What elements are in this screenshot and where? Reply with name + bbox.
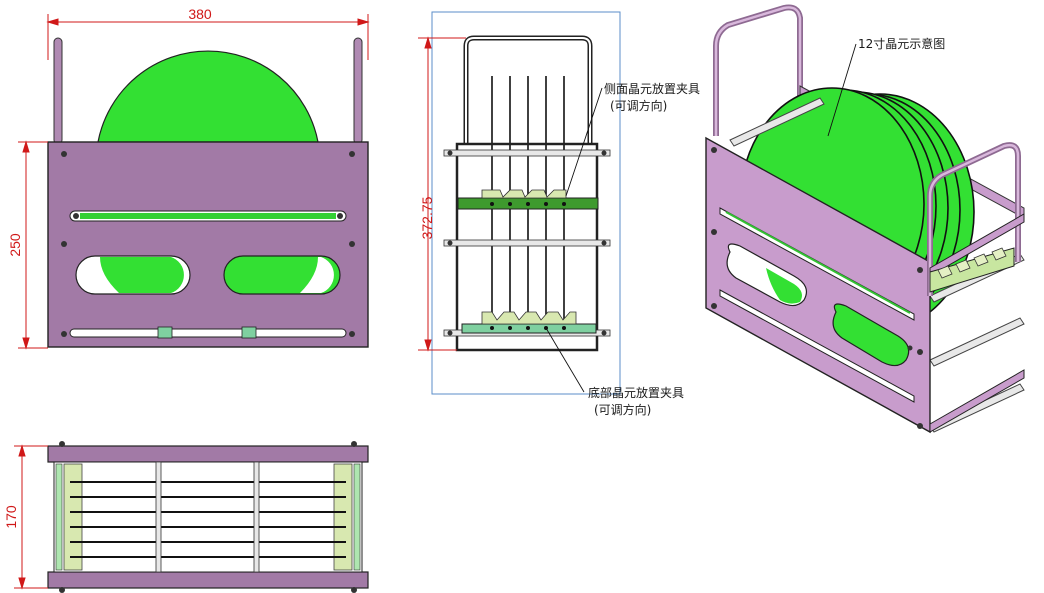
front-window-right-gap [300,257,334,293]
side-holder-teeth [481,189,567,199]
top-screws [59,441,357,593]
screw [601,240,607,246]
screw [711,147,717,153]
screw [349,241,355,247]
dim-side-height-label: 372.75 [419,196,435,239]
front-plate [47,141,369,348]
screw [447,330,453,336]
side-holder-dots [490,202,566,206]
screw [349,151,355,157]
screw [73,213,79,219]
front-lower-clip-2 [241,326,257,339]
front-screws [61,151,355,337]
front-handle-right [353,37,363,145]
dim-top-depth [14,444,48,590]
top-rods [155,461,260,573]
screw [601,330,607,336]
iso-screws [711,147,923,429]
bottom-holder-dots [490,326,566,330]
dim-front-width [46,14,370,60]
side-holder-label-line2: (可调方向) [610,98,667,113]
screw [711,229,717,235]
iso-window-right [832,303,910,367]
bottom-holder-leader [545,327,585,393]
top-clip-right [333,463,353,571]
top-frame-bar-bottom [47,571,369,589]
top-wafers [70,481,346,558]
front-lower-clip-1 [157,326,173,339]
top-clip-left [63,463,83,571]
front-wafer [97,50,319,143]
wafer-label-leader [827,43,857,137]
screw [61,241,67,247]
side-rods [443,149,611,337]
screw [61,151,67,157]
dim-front-height-label: 250 [7,233,23,257]
front-view: 380 250 [7,6,370,350]
side-view-boundary [431,11,621,395]
top-view: 170 [3,441,369,593]
top-frame-bar-top [47,445,369,463]
side-screws [447,150,607,336]
dim-front-height [18,140,48,350]
side-view: 372.75 侧面晶元放置夹具 (可调方向) 底部晶元放置夹具 (可调方向) [418,11,700,417]
dim-side-height [418,36,466,352]
top-rail-left [55,463,63,571]
bottom-holder-label-line2: (可调方向) [594,402,651,417]
screw [337,213,343,219]
iso-side-holder [929,247,1015,293]
iso-side-holder-teeth [937,247,1007,279]
dim-top-depth-label: 170 [3,505,19,529]
front-handle-left [53,37,63,145]
screw [349,331,355,337]
screw [601,150,607,156]
screw [447,150,453,156]
screw [907,345,913,351]
side-holder-label-line1: 侧面晶元放置夹具 [604,81,700,96]
wafer-label: 12寸晶元示意图 [858,36,945,51]
screw [59,441,65,447]
bottom-holder-label-line1: 底部晶元放置夹具 [588,385,684,400]
front-lower-slot [69,328,347,338]
screw [59,587,65,593]
screw [447,240,453,246]
side-frame [455,142,599,352]
screw [917,423,923,429]
front-window-left-wafer [100,257,184,293]
screw [917,267,923,273]
top-frame-inner [53,461,363,573]
iso-lower-slot [719,289,915,403]
screw [917,349,923,355]
front-upper-rod [80,213,336,219]
isometric-view: 12寸晶元示意图 [705,4,1025,434]
screw [351,587,357,593]
bottom-holder-teeth [481,311,577,325]
screw [711,303,717,309]
side-holder-leader [565,87,603,197]
top-rail-right [353,463,361,571]
dim-front-width-label: 380 [188,6,212,22]
screw [61,331,67,337]
screw [351,441,357,447]
